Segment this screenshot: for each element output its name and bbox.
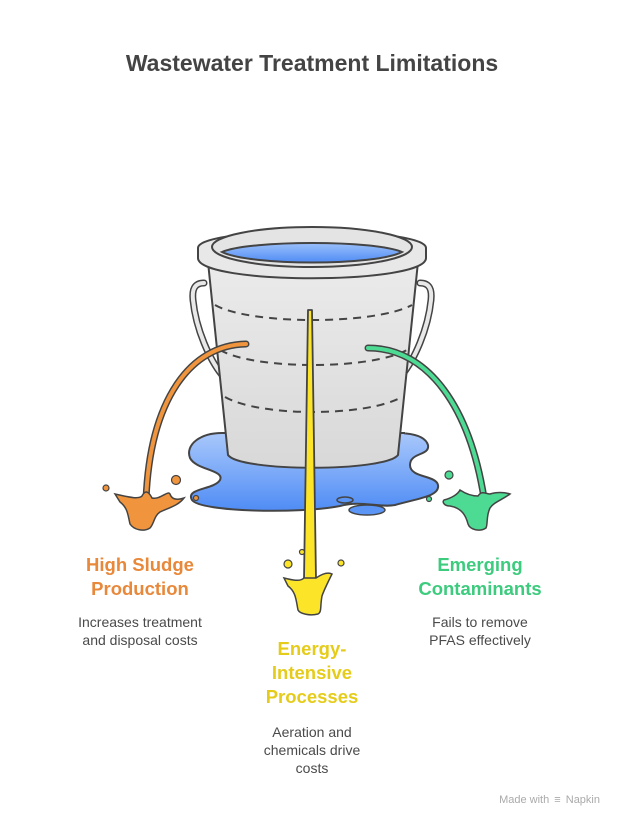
brand-name: Napkin (565, 794, 600, 806)
napkin-logo-icon: ≡ (554, 794, 561, 806)
title-line: High Sludge (86, 554, 194, 575)
desc-line: Increases treatment (78, 614, 202, 630)
item-title-energy-intensive: Energy- Intensive Processes (227, 637, 397, 709)
orange-splash-icon (113, 491, 187, 531)
green-splash-icon (442, 488, 512, 531)
item-desc-emerging-contaminants: Fails to remove PFAS effectively (395, 613, 565, 649)
item-desc-high-sludge: Increases treatment and disposal costs (55, 613, 225, 649)
page-title: Wastewater Treatment Limitations (125, 50, 499, 76)
water-drop (348, 504, 386, 516)
title-line: Production (91, 578, 189, 599)
desc-line: Fails to remove (432, 614, 528, 630)
title-line: Energy- (277, 638, 347, 659)
item-desc-energy-intensive: Aeration and chemicals drive costs (227, 723, 397, 777)
yellow-splash-icon (282, 572, 334, 616)
water-drop (336, 496, 354, 504)
item-title-emerging-contaminants: Emerging Contaminants (395, 553, 565, 601)
made-with-text: Made with (499, 794, 550, 806)
title-line: Processes (265, 686, 359, 707)
title-line: Intensive (271, 662, 353, 683)
title-line: Emerging (437, 554, 523, 575)
item-title-high-sludge: High Sludge Production (55, 553, 225, 601)
desc-line: chemicals drive (263, 742, 361, 758)
desc-line: Aeration and (272, 724, 352, 740)
bucket-water (219, 242, 405, 264)
title-line: Contaminants (418, 578, 542, 599)
desc-line: and disposal costs (82, 632, 198, 648)
desc-line: costs (295, 760, 329, 776)
footer-credit: Made with ≡ Napkin (499, 794, 600, 806)
desc-line: PFAS effectively (429, 632, 531, 648)
